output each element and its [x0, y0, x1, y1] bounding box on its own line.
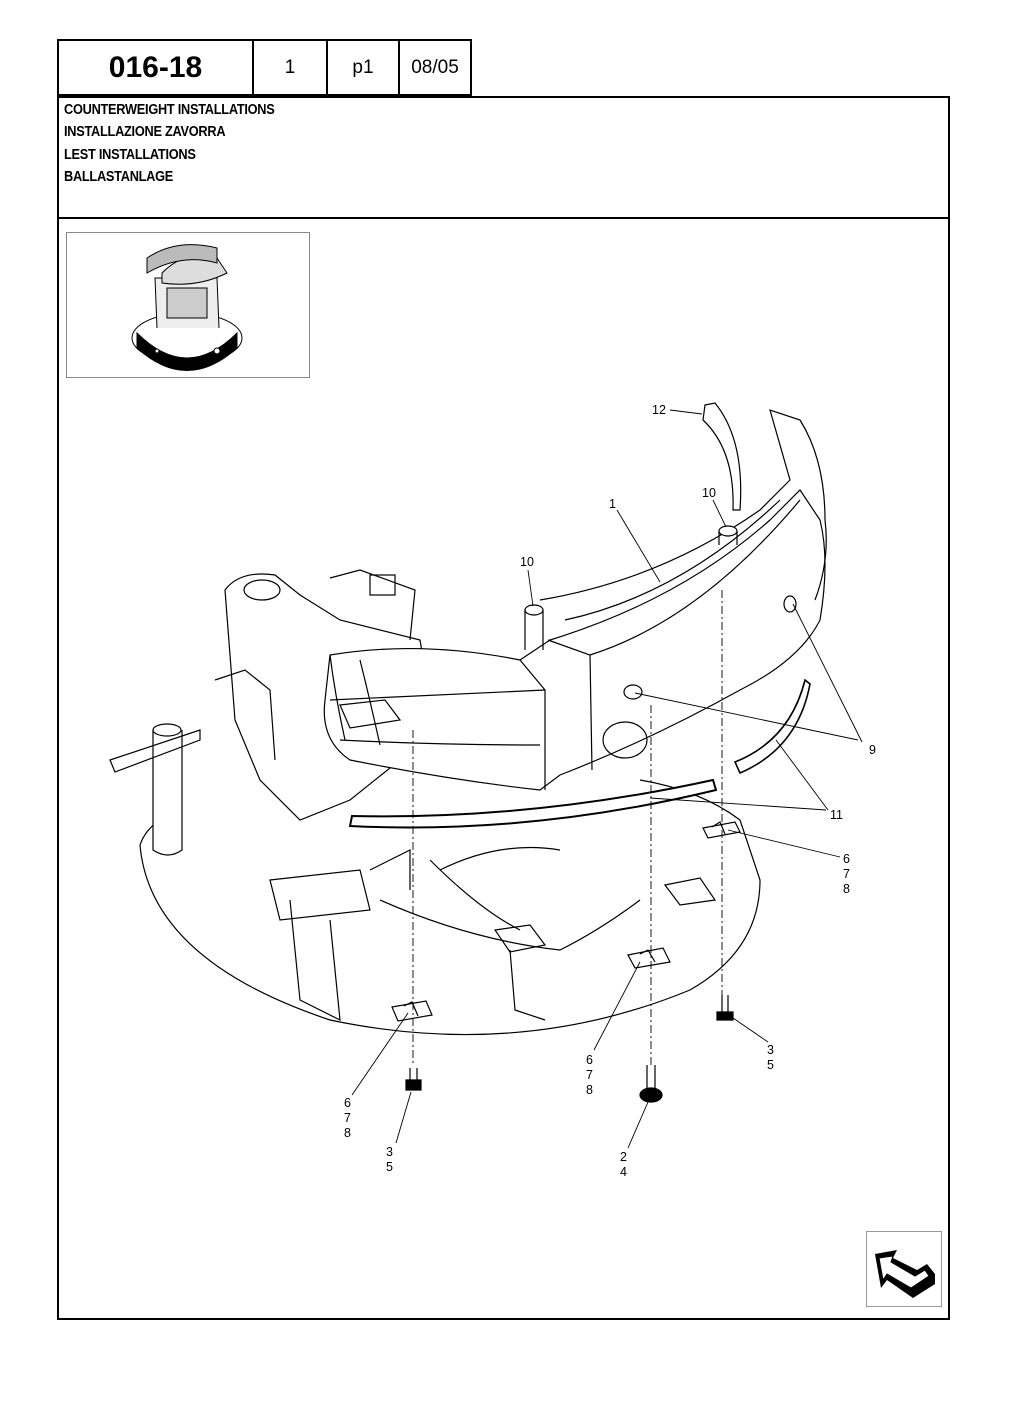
- bolt-3-5-right: [716, 995, 734, 1021]
- callout-3-right: 3: [767, 1043, 774, 1057]
- title-french: LEST INSTALLATIONS: [64, 147, 196, 163]
- shim-right: [702, 821, 741, 839]
- callout-2: 2: [620, 1150, 627, 1164]
- revision-date: 08/05: [398, 39, 472, 96]
- callout-11: 11: [830, 808, 843, 822]
- callout-3-left: 3: [386, 1145, 393, 1159]
- callout-7-left: 7: [344, 1111, 351, 1125]
- callout-7-right: 7: [843, 867, 850, 881]
- title-german: BALLASTANLAGE: [64, 169, 174, 185]
- title-italian: INSTALLAZIONE ZAVORRA: [64, 124, 226, 140]
- machine-overview-thumbnail: [66, 232, 310, 378]
- title-english: COUNTERWEIGHT INSTALLATIONS: [64, 102, 275, 118]
- title-block: COUNTERWEIGHT INSTALLATIONS INSTALLAZION…: [57, 96, 950, 219]
- cover-item-12: [702, 402, 742, 511]
- page-code: 016-18: [57, 39, 254, 96]
- callout-8-middle: 8: [586, 1083, 593, 1097]
- next-page-button[interactable]: [866, 1231, 942, 1307]
- callout-8-left: 8: [344, 1126, 351, 1140]
- bolt-2-4: [639, 1065, 663, 1103]
- callout-10-right: 10: [702, 486, 716, 500]
- callout-10-left: 10: [520, 555, 534, 569]
- page-frame: [57, 96, 950, 1320]
- bolt-3-5-left: [405, 1068, 422, 1091]
- callout-6-middle: 6: [586, 1053, 593, 1067]
- callout-6-right: 6: [843, 852, 850, 866]
- callout-8-right: 8: [843, 882, 850, 896]
- strip-item-11-front: [348, 778, 718, 829]
- callout-4: 4: [620, 1165, 627, 1179]
- callout-9: 9: [869, 743, 876, 757]
- callout-1: 1: [609, 497, 616, 511]
- base-plate: [139, 779, 761, 1036]
- callout-6-left: 6: [344, 1096, 351, 1110]
- callout-5-right: 5: [767, 1058, 774, 1072]
- counterweight-body: [323, 489, 826, 791]
- callout-12: 12: [652, 403, 666, 417]
- callout-7-middle: 7: [586, 1068, 593, 1082]
- callout-5-left: 5: [386, 1160, 393, 1174]
- excavator-icon: [131, 244, 243, 371]
- shim-left: [391, 1000, 433, 1022]
- strip-item-11-side: [733, 678, 811, 775]
- next-page-arrow-icon: [875, 1250, 935, 1298]
